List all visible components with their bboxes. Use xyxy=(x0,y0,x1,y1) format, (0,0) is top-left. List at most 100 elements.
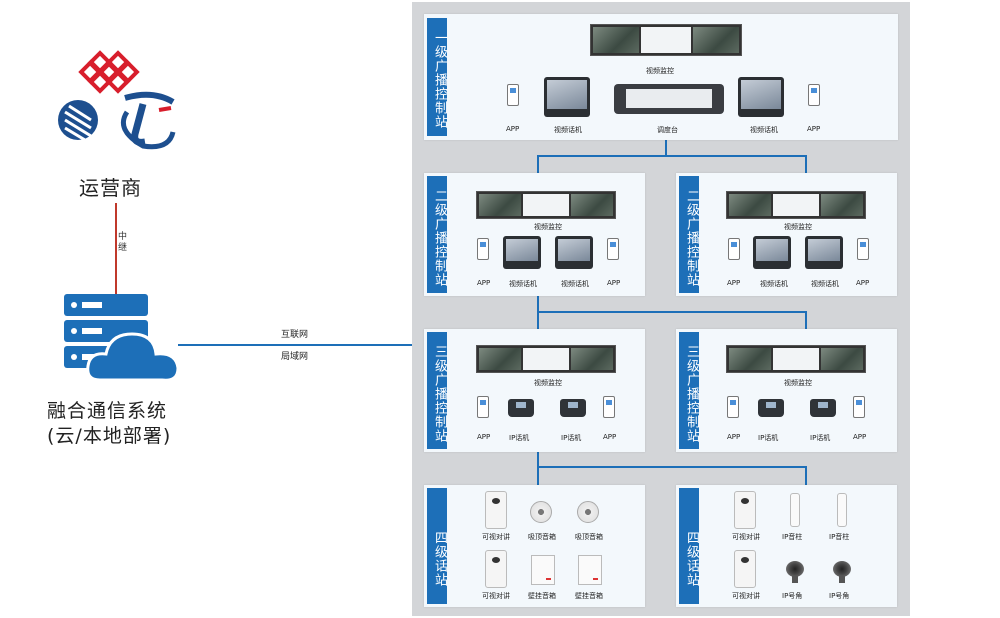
video-intercom-label-1: 可视对讲 xyxy=(732,533,760,541)
phone-app-icon xyxy=(607,238,619,260)
cloud-server-icon xyxy=(64,294,180,382)
ip-column-speaker-icon xyxy=(837,493,847,527)
connector-l1 xyxy=(665,140,667,156)
connector-l3-l4 xyxy=(537,452,539,485)
video-phone-label-left: 视频话机 xyxy=(554,126,582,134)
carrier-label: 运营商 xyxy=(79,176,142,200)
ceiling-speaker-label-2: 吸顶音箱 xyxy=(575,533,603,541)
ip-phone-icon xyxy=(758,399,784,417)
wall-speaker-icon xyxy=(578,555,602,585)
phone-app-icon xyxy=(507,84,519,106)
app-label-right: APP xyxy=(607,279,621,287)
ip-phone-icon xyxy=(810,399,836,417)
phone-app-icon xyxy=(853,396,865,418)
video-phone-label-left: 视频话机 xyxy=(509,280,537,288)
ceiling-speaker-icon xyxy=(530,501,552,523)
ip-horn-label-2: IP号角 xyxy=(829,592,850,600)
video-wall xyxy=(726,191,866,219)
video-phone-icon xyxy=(805,236,843,269)
wall-speaker-label-1: 壁挂音箱 xyxy=(528,592,556,600)
ip-column-label-1: IP音柱 xyxy=(782,533,803,541)
station-level3-left-title: 三级广播控制站 xyxy=(427,332,447,449)
station-level2-right-title: 二级广播控制站 xyxy=(679,176,699,293)
app-label-left: APP xyxy=(477,433,491,441)
station-level2-right[interactable]: 二级广播控制站 视频监控 APP 视频话机 视频话机 APP xyxy=(676,173,897,296)
ip-horn-label-1: IP号角 xyxy=(782,592,803,600)
video-phone-icon xyxy=(503,236,541,269)
video-phone-icon xyxy=(753,236,791,269)
connector-l4-right xyxy=(805,466,807,485)
app-label-left: APP xyxy=(477,279,491,287)
phone-app-icon xyxy=(808,84,820,106)
connector-l1-h xyxy=(537,155,805,157)
connector-l2-right xyxy=(805,155,807,173)
station-level3-right[interactable]: 三级广播控制站 视频监控 APP IP话机 IP话机 APP xyxy=(676,329,897,452)
video-intercom-label-2: 可视对讲 xyxy=(732,592,760,600)
app-label-left: APP xyxy=(727,433,741,441)
station-level1[interactable]: 一级广播控制站 视频监控 APP 视频话机 调度台 视频话机 APP xyxy=(424,14,898,140)
phone-app-icon xyxy=(727,396,739,418)
station-level4-left-title: 四级话站 xyxy=(427,488,447,604)
video-monitor-label: 视频监控 xyxy=(784,379,812,387)
ip-horn-speaker-icon xyxy=(831,559,853,583)
app-label-left: APP xyxy=(727,279,741,287)
connector-l2-left xyxy=(537,155,539,173)
station-level2-left-title: 二级广播控制站 xyxy=(427,176,447,293)
ip-phone-label-left: IP话机 xyxy=(758,434,779,442)
station-level4-right[interactable]: 四级话站 可视对讲 IP音柱 IP音柱 可视对讲 IP号角 IP号角 xyxy=(676,485,897,607)
phone-app-icon xyxy=(728,238,740,260)
ip-phone-label-left: IP话机 xyxy=(509,434,530,442)
video-monitor-label: 视频监控 xyxy=(534,223,562,231)
video-intercom-icon xyxy=(734,491,756,529)
video-intercom-icon xyxy=(734,550,756,588)
phone-app-icon xyxy=(603,396,615,418)
ip-column-speaker-icon xyxy=(790,493,800,527)
phone-app-icon xyxy=(477,238,489,260)
video-monitor-label: 视频监控 xyxy=(646,67,674,75)
ip-phone-label-right: IP话机 xyxy=(561,434,582,442)
system-label-2: (云/本地部署) xyxy=(47,425,172,447)
video-phone-icon xyxy=(555,236,593,269)
network-line xyxy=(178,344,412,346)
app-label-right: APP xyxy=(853,433,867,441)
video-wall xyxy=(726,345,866,373)
station-level4-left[interactable]: 四级话站 可视对讲 吸顶音箱 吸顶音箱 可视对讲 壁挂音箱 壁挂音箱 xyxy=(424,485,645,607)
china-unicom-logo xyxy=(78,50,140,94)
video-intercom-icon xyxy=(485,550,507,588)
ip-column-label-2: IP音柱 xyxy=(829,533,850,541)
app-label-right: APP xyxy=(856,279,870,287)
station-level3-left[interactable]: 三级广播控制站 视频监控 APP IP话机 IP话机 APP xyxy=(424,329,645,452)
video-intercom-icon xyxy=(485,491,507,529)
china-mobile-logo xyxy=(58,100,98,142)
network-label-internet: 互联网 xyxy=(281,330,309,340)
app-label-left: APP xyxy=(506,125,520,133)
ceiling-speaker-label-1: 吸顶音箱 xyxy=(528,533,556,541)
video-wall xyxy=(476,191,616,219)
connector-l2-l3-h xyxy=(537,311,805,313)
connector-l2-l3 xyxy=(537,296,539,329)
trunk-line xyxy=(115,203,117,296)
station-level2-left[interactable]: 二级广播控制站 视频监控 APP 视频话机 视频话机 APP xyxy=(424,173,645,296)
video-phone-icon xyxy=(544,77,590,117)
dispatch-console-label: 调度台 xyxy=(657,126,678,134)
ip-horn-speaker-icon xyxy=(784,559,806,583)
ip-phone-icon xyxy=(508,399,534,417)
station-level4-right-title: 四级话站 xyxy=(679,488,699,604)
video-wall xyxy=(590,24,742,56)
video-phone-label-right: 视频话机 xyxy=(561,280,589,288)
video-wall xyxy=(476,345,616,373)
wall-speaker-label-2: 壁挂音箱 xyxy=(575,592,603,600)
trunk-label: 中继 xyxy=(118,232,128,253)
video-phone-label-left: 视频话机 xyxy=(760,280,788,288)
phone-app-icon xyxy=(477,396,489,418)
video-monitor-label: 视频监控 xyxy=(534,379,562,387)
ip-phone-icon xyxy=(560,399,586,417)
ceiling-speaker-icon xyxy=(577,501,599,523)
video-intercom-label-2: 可视对讲 xyxy=(482,592,510,600)
video-intercom-label-1: 可视对讲 xyxy=(482,533,510,541)
app-label-right: APP xyxy=(807,125,821,133)
network-label-lan: 局域网 xyxy=(281,352,309,362)
system-label-1: 融合通信系统 xyxy=(47,400,168,422)
wall-speaker-icon xyxy=(531,555,555,585)
ip-phone-label-right: IP话机 xyxy=(810,434,831,442)
